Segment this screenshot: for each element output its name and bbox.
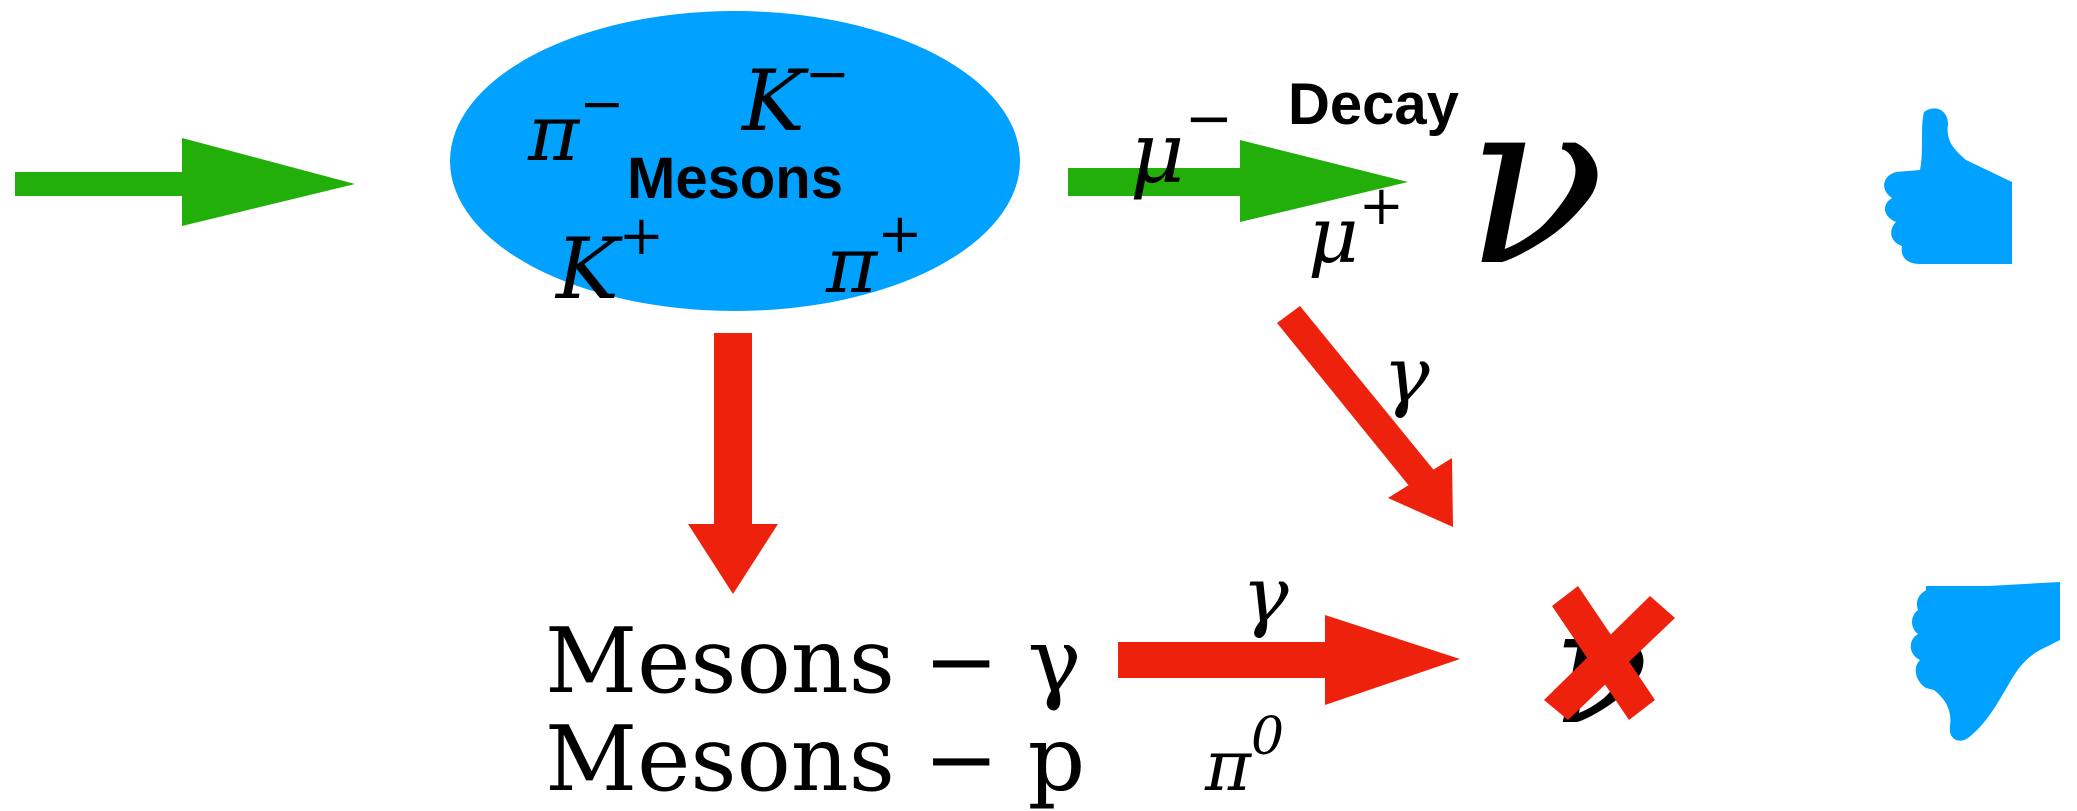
k-plus-label: K+ [554, 204, 664, 318]
pi-minus-label: π− [527, 72, 625, 179]
decay-arrow-shaft [1068, 168, 1253, 196]
mesons-ellipse-shape [450, 11, 1020, 311]
gamma-label-horizontal: γ [1242, 551, 1289, 641]
red-cross-icon [1544, 586, 1675, 720]
mesons-gamma-label: Mesons − γ [545, 609, 1081, 714]
thumbs-down-icon [1910, 582, 2060, 741]
pi-zero-label: π0 [1204, 707, 1284, 807]
decay-label: Decay [1288, 72, 1459, 137]
gamma-diagonal-arrow [1277, 306, 1453, 527]
mu-plus-label: μ+ [1308, 174, 1404, 281]
pi-plus-label: π+ [825, 202, 923, 311]
mesons-title: Mesons [627, 146, 843, 211]
horizontal-arrow-shaft [1118, 642, 1333, 678]
red-cross-stroke-2 [1544, 596, 1675, 720]
incoming-arrow-shaft [15, 172, 190, 196]
neutrino-symbol: ν [1465, 50, 1605, 317]
diagonal-arrow-shaft [1277, 306, 1437, 492]
incoming-beam-arrow [15, 138, 355, 226]
decay-arrow [1068, 140, 1408, 222]
absorption-arrow [688, 333, 778, 594]
thumbs-up-icon [1884, 108, 2012, 264]
incoming-arrow-head [182, 138, 355, 226]
horizontal-arrow-head [1325, 615, 1460, 705]
absorption-arrow-head [688, 524, 778, 594]
decay-arrow-head [1240, 140, 1408, 222]
gamma-label-diagonal: γ [1383, 331, 1430, 421]
gamma-horizontal-arrow [1118, 615, 1460, 705]
k-minus-label: K− [740, 42, 850, 150]
mesons-proton-label: Mesons − p [545, 707, 1085, 811]
diagonal-arrow-head [1388, 458, 1453, 527]
mesons-ellipse: Mesons π− K− K+ π+ [450, 11, 1020, 318]
absorption-arrow-shaft [714, 333, 752, 533]
mu-minus-label: μ− [1130, 84, 1233, 202]
